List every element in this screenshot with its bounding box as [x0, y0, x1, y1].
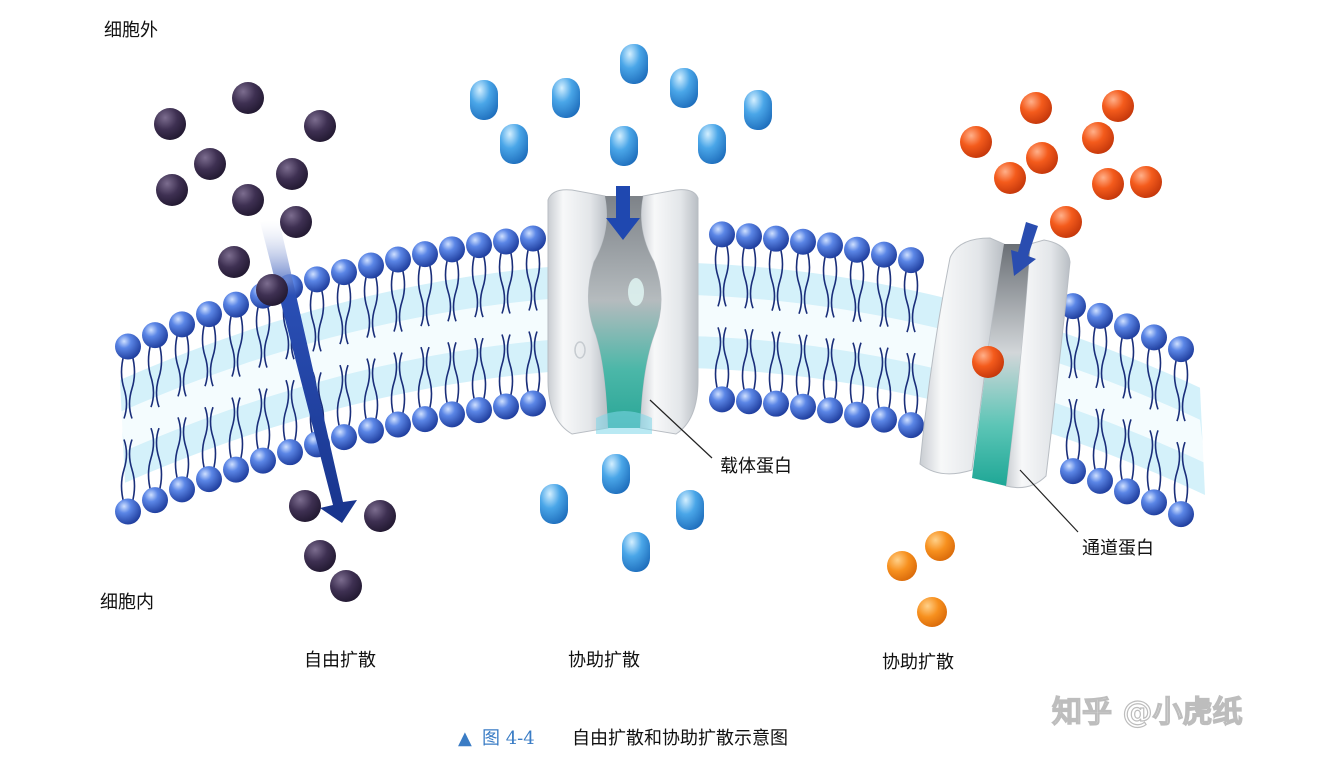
membrane-core [120, 262, 1205, 495]
inside-label: 细胞内 [100, 592, 154, 613]
carrier-protein [547, 189, 699, 435]
caption-figure-number: 图 4-4 [482, 728, 535, 749]
channel-label-leader [1019, 469, 1079, 533]
watermark: 知乎 @小虎纸 [1052, 695, 1242, 730]
caption-marker: ▲ [458, 728, 472, 749]
carrier-label-leader [649, 399, 713, 459]
process-label-free-diffusion: 自由扩散 [304, 650, 376, 671]
outside-label: 细胞外 [104, 20, 158, 41]
process-label-channel-diffusion: 协助扩散 [882, 652, 954, 673]
caption-text: 自由扩散和协助扩散示意图 [572, 728, 788, 749]
carrier-protein-label: 载体蛋白 [720, 456, 792, 477]
process-label-carrier-diffusion: 协助扩散 [568, 650, 640, 671]
channel-arrow [1011, 222, 1038, 276]
molecules [154, 44, 1162, 627]
carrier-arrow [606, 186, 640, 240]
channel-protein-label: 通道蛋白 [1082, 538, 1154, 559]
